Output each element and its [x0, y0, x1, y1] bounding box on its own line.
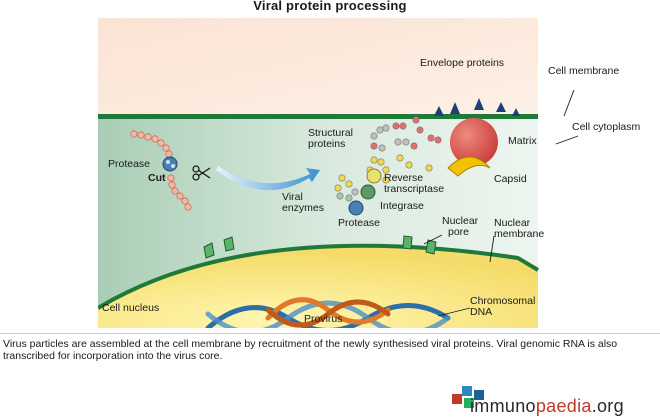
label-envelope-proteins: Envelope proteins: [420, 57, 505, 69]
extracellular-region: [98, 18, 538, 116]
label-nuclear-membrane-1: Nuclear: [494, 217, 531, 229]
pointer-lines: [423, 89, 579, 317]
label-reverse-transcriptase-2: transcriptase: [384, 183, 445, 195]
matrix-particle: [450, 118, 498, 166]
chromosomal-dna: [205, 300, 451, 328]
logo-text-part1: immuno: [470, 396, 536, 416]
figure-caption: Virus particles are assembled at the cel…: [3, 338, 618, 362]
label-integrase: Integrase: [380, 200, 424, 212]
label-protease-left: Protease: [108, 158, 151, 170]
logo-text-part2: paedia: [535, 396, 592, 416]
label-chromosomal-dna-1: Chromosomal: [470, 295, 536, 307]
label-capsid: Capsid: [494, 173, 527, 185]
protease-molecule-left: [162, 156, 178, 172]
caption-divider: [0, 333, 660, 334]
label-matrix: Matrix: [508, 135, 537, 147]
capsid-shell: [447, 156, 491, 177]
logo-text: immunopaedia.org: [470, 396, 624, 417]
protease-molecule-bottom: [348, 200, 364, 216]
reverse-transcriptase-molecule: [366, 168, 382, 184]
label-cell-cytoplasm: Cell cytoplasm: [572, 121, 641, 133]
label-protease-bottom: Protease: [338, 217, 381, 229]
diagram-canvas: [98, 18, 579, 328]
logo-text-part3: .org: [591, 396, 624, 416]
label-cut: Cut: [148, 172, 166, 184]
viral-processing-diagram: Envelope proteins Cell membrane Cell cyt…: [98, 18, 660, 328]
label-viral-enzymes-1: Viral: [282, 191, 303, 203]
immunopaedia-logo[interactable]: immunopaedia.org: [448, 376, 658, 420]
label-nuclear-membrane-2: membrane: [494, 228, 545, 240]
cell-membrane: [98, 114, 538, 119]
label-provirus: Provirus: [304, 313, 343, 325]
nuclear-pore-left: [203, 236, 235, 259]
nuclear-membrane: [98, 243, 540, 310]
integrase-molecule: [360, 184, 376, 200]
label-chromosomal-dna-2: DNA: [470, 306, 493, 318]
logo-cubes-icon: [452, 386, 484, 408]
label-cell-membrane: Cell membrane: [548, 65, 620, 77]
structural-proteins: [334, 116, 442, 202]
label-nuclear-pore-2: pore: [448, 226, 470, 238]
nuclear-pore-right: [402, 235, 437, 255]
page-title: Viral protein processing: [253, 0, 407, 13]
label-nuclear-pore-1: Nuclear: [442, 215, 479, 227]
scissors-icon: [192, 165, 211, 181]
envelope-proteins: [434, 98, 520, 116]
label-viral-enzymes-2: enzymes: [282, 202, 325, 214]
provirus-segment: [265, 297, 391, 328]
processing-arrow: [216, 166, 320, 191]
label-reverse-transcriptase-1: Reverse: [384, 172, 424, 184]
label-cell-nucleus: Cell nucleus: [102, 302, 160, 314]
label-structural-proteins-1: Structural: [308, 127, 353, 139]
label-structural-proteins-2: proteins: [308, 138, 346, 150]
